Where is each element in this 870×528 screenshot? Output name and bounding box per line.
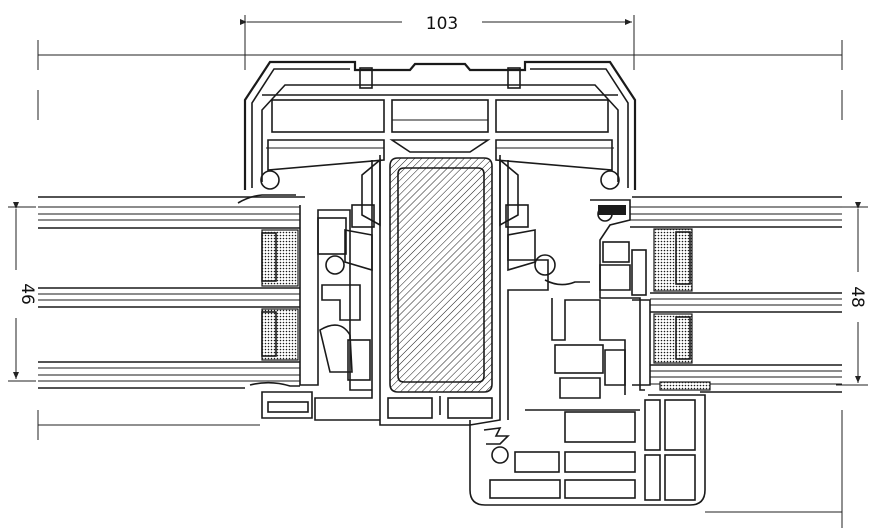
right-sash-profile (534, 199, 651, 391)
dimension-right-label: 48 (847, 286, 867, 308)
dimension-top-label: 103 (426, 14, 458, 34)
top-chamber-block (237, 84, 620, 204)
dimension-left: 46 (8, 202, 37, 382)
dimension-right: 48 (836, 202, 868, 386)
top-cover-cap (243, 60, 637, 190)
dimension-top: 103 (240, 14, 635, 70)
glazing-right (630, 196, 842, 393)
mullion-steel-reinforcement (389, 157, 493, 393)
glazing-left (38, 196, 305, 389)
left-sash-profile (249, 205, 372, 419)
dimension-left-label: 46 (17, 283, 37, 305)
bottom-frame-profile (469, 298, 706, 506)
reference-lines (37, 40, 843, 528)
